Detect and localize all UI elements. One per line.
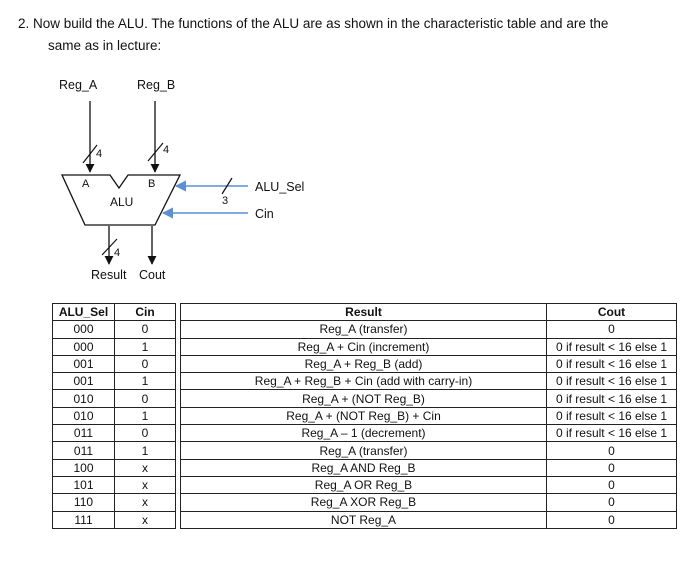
cell-result: Reg_A + (NOT Reg_B) bbox=[180, 389, 547, 408]
cell-cout: 0 bbox=[546, 493, 677, 512]
input-b-width: 4 bbox=[163, 144, 169, 156]
cell-alu-sel: 111 bbox=[52, 510, 115, 529]
cell-cin: x bbox=[114, 458, 176, 477]
cell-cin: 0 bbox=[114, 354, 176, 374]
cell-cin: 1 bbox=[114, 372, 176, 391]
cell-result: Reg_A (transfer) bbox=[180, 320, 547, 339]
cell-cout: 0 if result < 16 else 1 bbox=[546, 372, 677, 391]
question-line-2: same as in lecture: bbox=[48, 38, 162, 53]
table-header-row: ALU_Sel Cin Result Cout bbox=[52, 302, 677, 322]
cell-result: NOT Reg_A bbox=[180, 510, 547, 529]
result-width: 4 bbox=[114, 247, 120, 259]
cell-alu-sel: 110 bbox=[52, 493, 115, 512]
cell-cout: 0 if result < 16 else 1 bbox=[546, 354, 677, 374]
cell-cout: 0 bbox=[546, 475, 677, 495]
cout-label: Cout bbox=[139, 268, 166, 282]
port-b-label: B bbox=[148, 178, 155, 190]
cell-cin: x bbox=[114, 475, 176, 495]
cell-cin: x bbox=[114, 510, 176, 529]
cell-cin: 1 bbox=[114, 406, 176, 426]
cell-alu-sel: 011 bbox=[52, 441, 115, 460]
cell-alu-sel: 100 bbox=[52, 458, 115, 477]
input-a-bus-slash bbox=[82, 144, 98, 164]
header-cin: Cin bbox=[114, 302, 176, 322]
cell-cout: 0 bbox=[546, 510, 677, 529]
cell-result: Reg_A + Reg_B (add) bbox=[180, 354, 547, 374]
header-result: Result bbox=[180, 302, 547, 322]
result-bus-slash bbox=[101, 238, 118, 256]
cell-alu-sel: 010 bbox=[52, 406, 115, 426]
alu-diagram: Reg_A Reg_B 4 4 A B ALU 3 ALU_Sel Cin 4 … bbox=[59, 78, 304, 282]
cell-result: Reg_A AND Reg_B bbox=[180, 458, 547, 477]
alu-sel-width: 3 bbox=[222, 195, 228, 207]
cell-result: Reg_A OR Reg_B bbox=[180, 475, 547, 495]
cell-result: Reg_A + Reg_B + Cin (add with carry-in) bbox=[180, 372, 547, 391]
cell-alu-sel: 000 bbox=[52, 320, 115, 339]
reg-a-label: Reg_A bbox=[59, 78, 98, 92]
header-cout: Cout bbox=[546, 302, 677, 322]
cin-label: Cin bbox=[255, 207, 274, 221]
result-label: Result bbox=[91, 268, 127, 282]
cell-cout: 0 if result < 16 else 1 bbox=[546, 424, 677, 443]
cell-alu-sel: 011 bbox=[52, 424, 115, 443]
cell-cin: 1 bbox=[114, 441, 176, 460]
cell-alu-sel: 000 bbox=[52, 337, 115, 356]
alu-block bbox=[60, 174, 182, 226]
cell-alu-sel: 010 bbox=[52, 389, 115, 408]
cell-cout: 0 if result < 16 else 1 bbox=[546, 337, 677, 356]
cell-result: Reg_A XOR Reg_B bbox=[180, 493, 547, 512]
alu-label: ALU bbox=[110, 195, 133, 209]
cell-cout: 0 bbox=[546, 458, 677, 477]
cell-cout: 0 bbox=[546, 441, 677, 460]
cell-cin: 0 bbox=[114, 389, 176, 408]
cell-result: Reg_A + Cin (increment) bbox=[180, 337, 547, 356]
cell-cin: 0 bbox=[114, 424, 176, 443]
cell-cout: 0 bbox=[546, 320, 677, 339]
cell-cin: 0 bbox=[114, 320, 176, 339]
reg-b-label: Reg_B bbox=[137, 78, 175, 92]
cell-cout: 0 if result < 16 else 1 bbox=[546, 406, 677, 426]
question-line-1: 2. Now build the ALU. The functions of t… bbox=[18, 16, 609, 31]
header-alu-sel: ALU_Sel bbox=[52, 302, 115, 322]
alu-sel-label: ALU_Sel bbox=[255, 180, 304, 194]
cell-alu-sel: 001 bbox=[52, 372, 115, 391]
alu-sel-bus-slash bbox=[221, 177, 233, 195]
port-a-label: A bbox=[82, 178, 90, 190]
cell-alu-sel: 001 bbox=[52, 354, 115, 374]
cell-cin: 1 bbox=[114, 337, 176, 356]
cell-alu-sel: 101 bbox=[52, 475, 115, 495]
cell-cout: 0 if result < 16 else 1 bbox=[546, 389, 677, 408]
cell-cin: x bbox=[114, 493, 176, 512]
input-a-width: 4 bbox=[96, 148, 102, 160]
cell-result: Reg_A (transfer) bbox=[180, 441, 547, 460]
cell-result: Reg_A – 1 (decrement) bbox=[180, 424, 547, 443]
input-b-bus-slash bbox=[147, 142, 164, 162]
cell-result: Reg_A + (NOT Reg_B) + Cin bbox=[180, 406, 547, 426]
